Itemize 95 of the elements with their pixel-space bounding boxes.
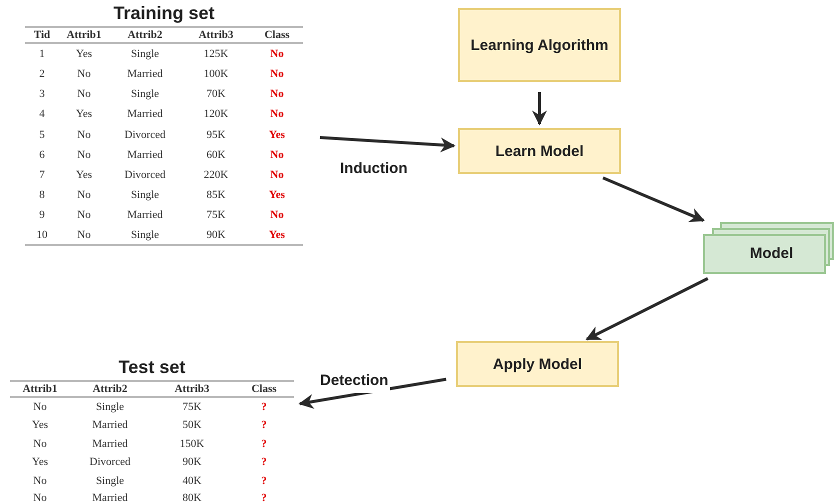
table-cell-text: ? — [261, 455, 267, 470]
arrow — [586, 277, 708, 341]
table-cell-text: No — [270, 67, 284, 82]
table-cell-text: 85K — [206, 188, 226, 204]
table-cell-text: 120K — [204, 107, 228, 122]
table-cell-text: No — [33, 474, 47, 488]
table-cell-text: 125K — [204, 46, 228, 62]
table-cell-text: Yes — [76, 168, 92, 183]
column-header: Attrib3 — [198, 28, 234, 43]
table-cell-text: Married — [92, 490, 128, 503]
arrow — [298, 378, 446, 409]
table-title: Test set — [118, 356, 186, 379]
table-cell-text: 50K — [182, 418, 202, 434]
table-cell-text: 1 — [39, 46, 45, 62]
table-cell-text: Married — [127, 107, 163, 122]
column-header: Attrib3 — [174, 382, 210, 397]
table-cell-text: 8 — [39, 188, 45, 204]
table-cell-text: 6 — [39, 148, 45, 163]
table-cell-text: 150K — [180, 436, 204, 452]
table-cell-text: No — [77, 128, 91, 143]
arrow — [532, 92, 547, 126]
table-cell-text: ? — [261, 474, 267, 488]
table-title: Training set — [113, 2, 215, 25]
table-cell-text: 60K — [206, 148, 226, 163]
table-cell-text: No — [33, 436, 47, 452]
table-cell-text: Yes — [32, 418, 48, 434]
box-label: Model — [750, 244, 794, 264]
table-cell-text: No — [77, 87, 91, 102]
table-cell-text: No — [270, 208, 284, 224]
table-cell-text: No — [77, 228, 91, 243]
process-box: Learn Model — [458, 128, 621, 174]
column-header: Tid — [34, 28, 50, 43]
table-cell-text: No — [270, 168, 284, 183]
table-cell-text: Married — [127, 148, 163, 163]
table-cell-text: ? — [261, 436, 267, 452]
process-box: Learning Algorithm — [458, 8, 621, 82]
table-cell-text: No — [270, 46, 284, 62]
table-cell-text: 4 — [39, 107, 45, 122]
table-cell-text: Yes — [269, 128, 285, 143]
table-cell-text: 75K — [206, 208, 226, 224]
column-header: Class — [264, 28, 290, 43]
table-cell-text: 10 — [36, 228, 48, 243]
table-cell-text: 80K — [182, 490, 202, 503]
table-cell-text: Married — [127, 208, 163, 224]
table-cell-text: No — [77, 208, 91, 224]
table-cell-text: No — [270, 87, 284, 102]
table-cell-text: 75K — [182, 400, 202, 415]
table-cell-text: No — [270, 148, 284, 163]
table-cell-text: Yes — [269, 228, 285, 243]
arrow — [320, 136, 456, 152]
table-cell-text: Married — [92, 418, 128, 434]
column-header: Attrib1 — [66, 28, 102, 43]
table-cell-text: Single — [130, 188, 160, 204]
table-cell-text: No — [77, 67, 91, 82]
table-cell-text: Yes — [32, 455, 48, 470]
table-cell-text: Divorced — [124, 168, 166, 183]
table-cell-text: 90K — [182, 455, 202, 470]
table-cell-text: Yes — [269, 188, 285, 204]
table-cell-text: ? — [261, 418, 267, 434]
column-header: Attrib1 — [22, 382, 58, 397]
stacked-model-box — [703, 222, 834, 274]
table-cell-text: Married — [127, 67, 163, 82]
column-header: Class — [251, 382, 277, 397]
table-cell-text: No — [77, 188, 91, 204]
table-cell-text: 7 — [39, 168, 45, 183]
table-cell-text: Yes — [76, 46, 92, 62]
table-cell-text: 2 — [39, 67, 45, 82]
table-cell-text: Single — [130, 228, 160, 243]
table-cell-text: ? — [261, 400, 267, 415]
table-cell-text: No — [77, 148, 91, 163]
table-cell-text: 3 — [39, 87, 45, 102]
table-cell-text: Single — [130, 87, 160, 102]
table-cell-text: 40K — [182, 474, 202, 488]
table-cell-text: Divorced — [90, 455, 130, 470]
table-cell-text: No — [33, 490, 47, 503]
table-cell-text: No — [33, 400, 47, 415]
table-cell-text: Yes — [76, 107, 92, 122]
table-cell-text: Single — [130, 46, 160, 62]
table-cell-text: 5 — [39, 128, 45, 143]
table-cell-text: Married — [92, 436, 128, 452]
arrow — [602, 176, 705, 222]
table-cell-text: Divorced — [124, 128, 166, 143]
table-cell-text: Single — [96, 400, 124, 415]
table-cell-text: 70K — [206, 87, 226, 102]
table-cell-text: 100K — [204, 67, 228, 82]
table-cell-text: 90K — [206, 228, 226, 243]
table-cell-text: 220K — [204, 168, 228, 183]
table-cell-text: 9 — [39, 208, 45, 224]
table-cell-text: ? — [261, 490, 267, 503]
table-cell-text: 95K — [206, 128, 226, 143]
column-header: Attrib2 — [128, 28, 162, 43]
table-cell-text: No — [270, 107, 284, 122]
table-cell-text: Single — [96, 474, 124, 488]
process-box: Apply Model — [456, 341, 619, 387]
column-header: Attrib2 — [92, 382, 128, 397]
